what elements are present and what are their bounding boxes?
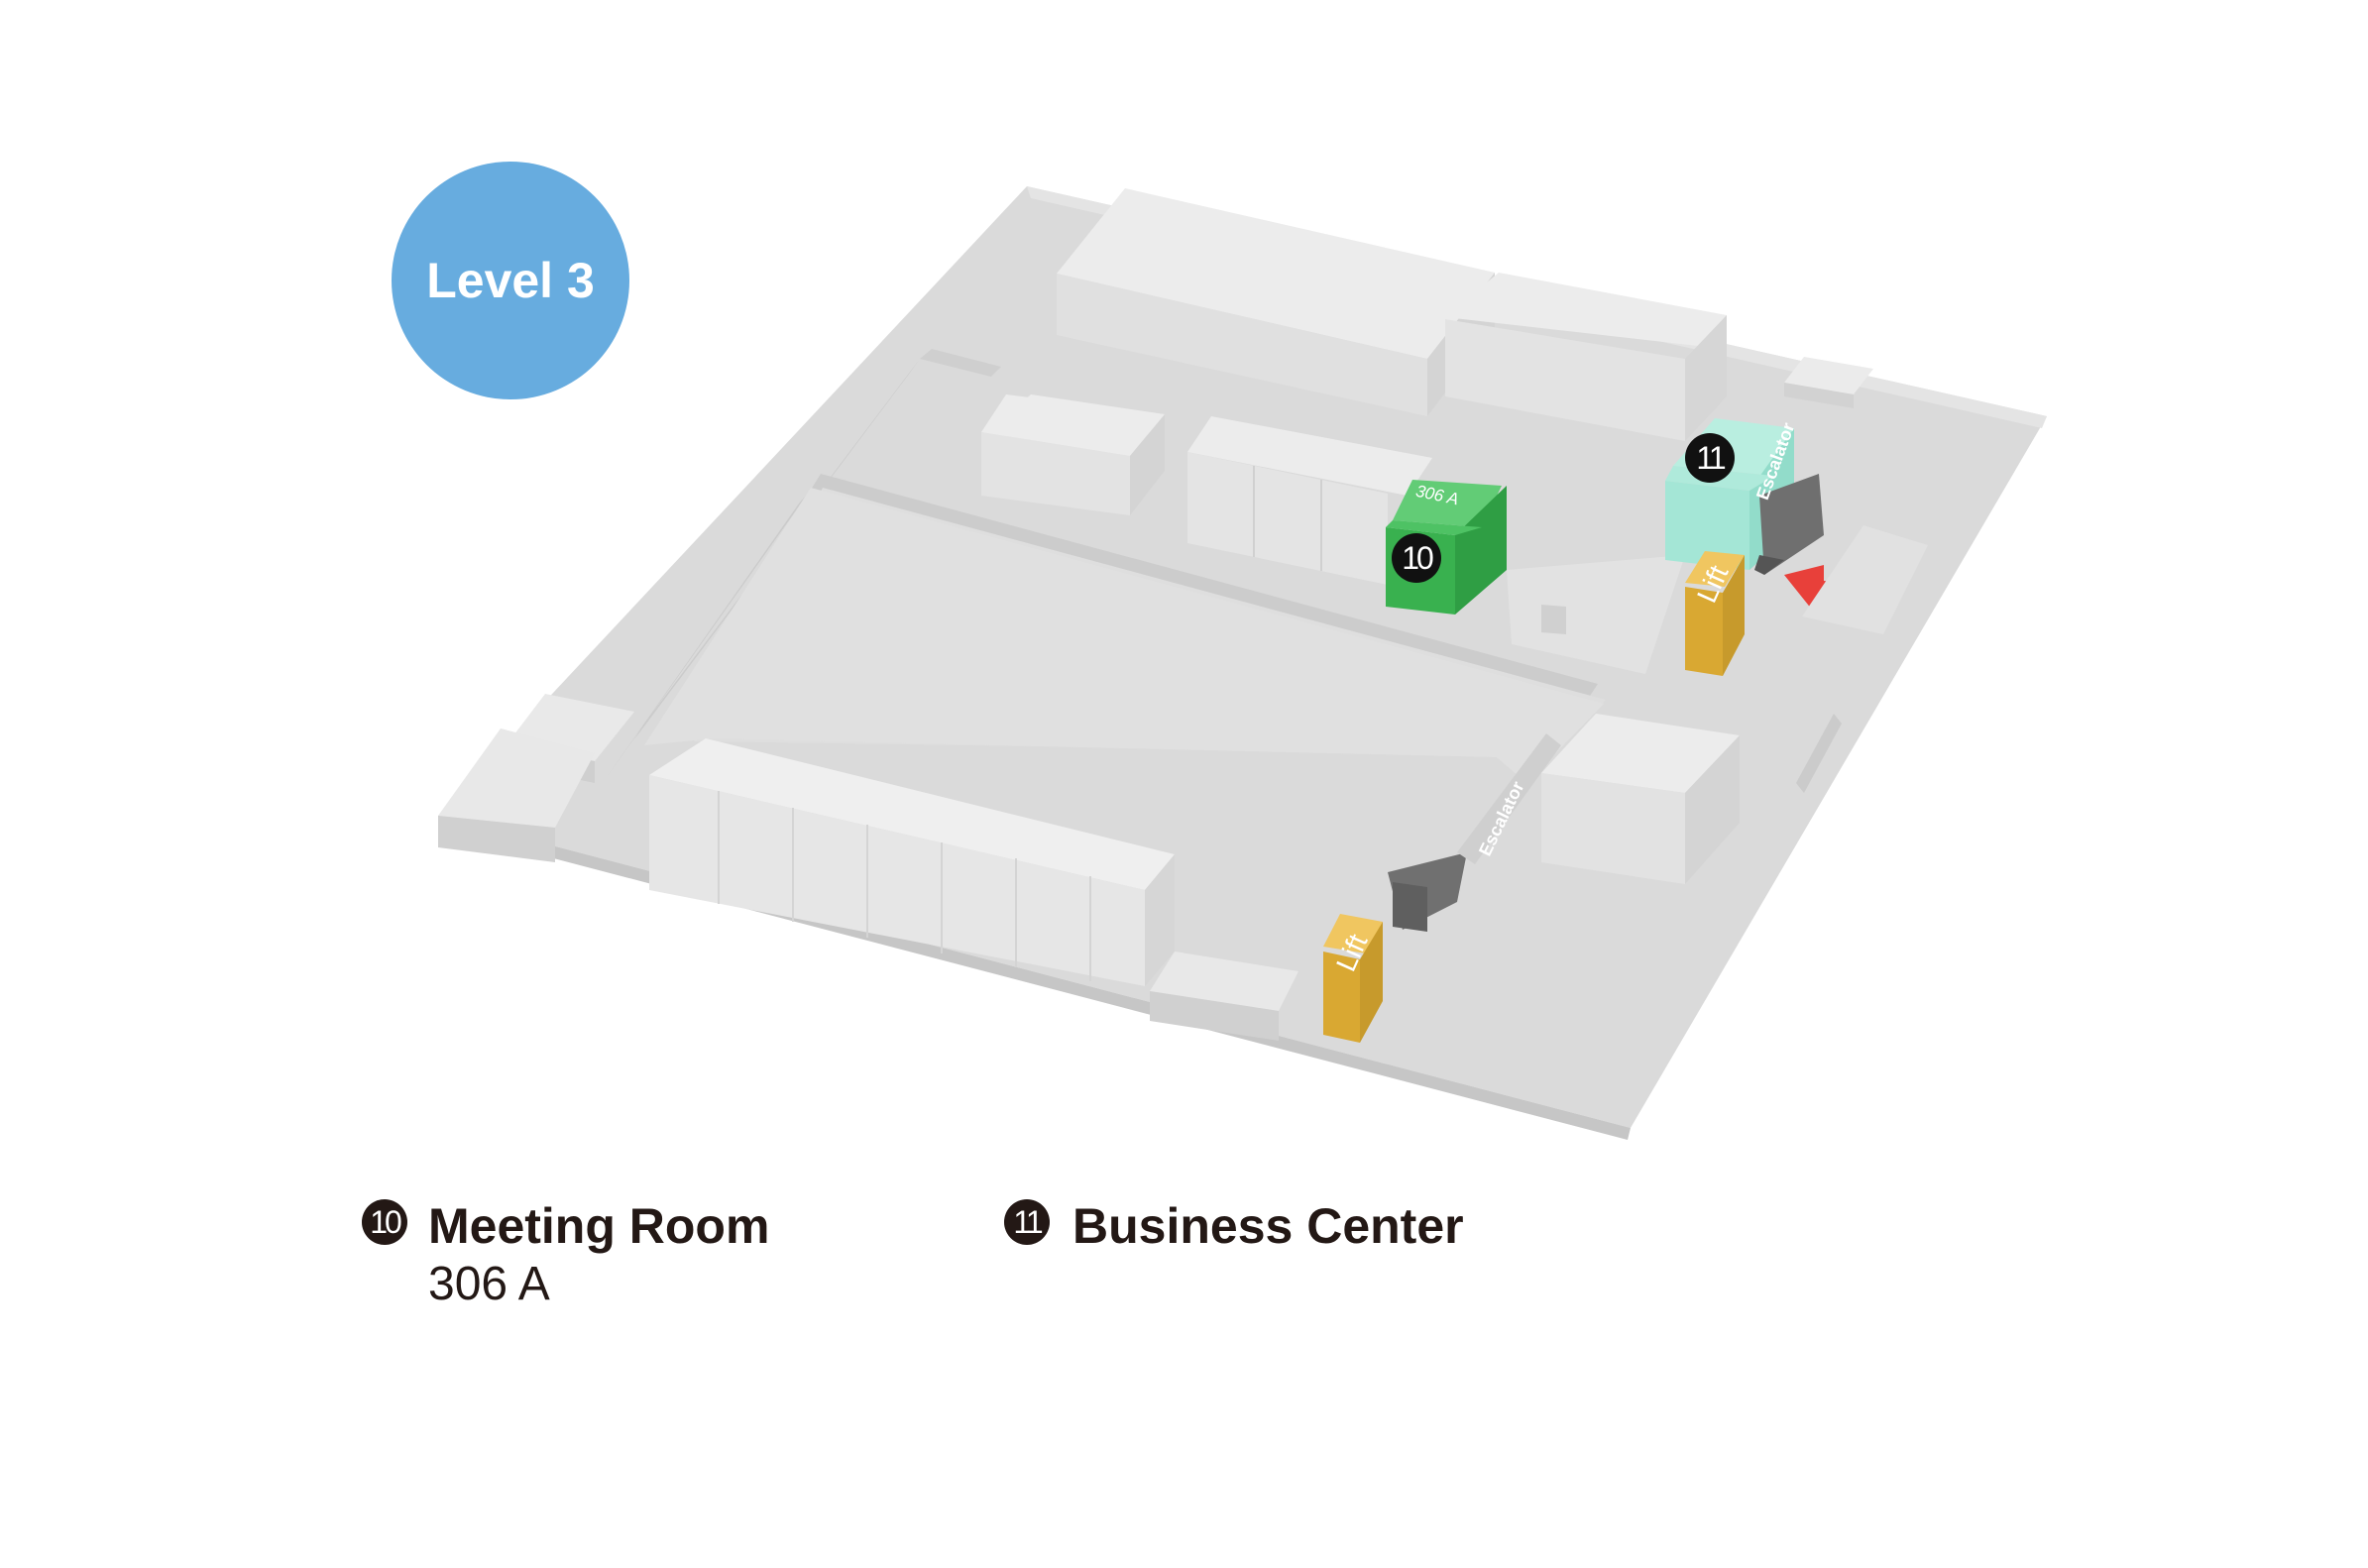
south-east-corridor: [1457, 733, 1561, 864]
meeting-room-306a-face: [1386, 520, 1482, 535]
east-open-area: [1802, 525, 1928, 634]
level-badge: Level 3: [392, 162, 629, 399]
east-edge-rail: [1796, 714, 1842, 793]
central-hall-floor: [644, 488, 1604, 783]
escalator-north-east-shade: [1754, 555, 1784, 575]
east-lobby-floor: [1507, 555, 1685, 674]
north-east-block-side: [1685, 315, 1727, 441]
east-corridor-step: [1541, 605, 1566, 634]
lift-north-east-side: [1723, 555, 1745, 676]
south-block-row-side: [1145, 854, 1175, 986]
south-step-block-front: [1150, 991, 1279, 1041]
east-block-side: [1685, 735, 1740, 884]
legend-name-business-center: Business Center: [1072, 1198, 1464, 1254]
meeting-room-306a-side: [1455, 486, 1507, 615]
north-east-block-front: [1445, 319, 1685, 441]
central-rooms-top: [1187, 416, 1432, 496]
map-marker-11: 11: [1685, 433, 1735, 483]
north-east-small-block-side: [1784, 383, 1854, 408]
south-block-row-top: [649, 738, 1175, 890]
north-east-small-block: [1784, 357, 1873, 394]
north-block-large-front: [1057, 274, 1427, 416]
south-step-block-top: [1150, 952, 1298, 1011]
northwest-block-top2: [981, 394, 1165, 456]
east-block-front: [1541, 773, 1685, 884]
lift-north-east-front: [1685, 587, 1723, 676]
lift-south-front: [1323, 952, 1360, 1043]
lift-south-side: [1360, 922, 1383, 1043]
legend-detail-306a: 306 A: [428, 1258, 550, 1310]
west-entrance-side: [438, 816, 555, 862]
legend-name-meeting-room: Meeting Room: [428, 1198, 770, 1254]
northwest-block-side: [1130, 414, 1165, 515]
inner-west-rail: [607, 490, 811, 777]
lift-south-top: [1323, 914, 1383, 953]
south-block-row-front: [649, 775, 1145, 986]
north-east-block-top: [1445, 273, 1727, 347]
legend-number-11: 11: [1004, 1199, 1050, 1245]
west-entrance-block: [438, 728, 595, 828]
central-rooms-front: [1187, 452, 1388, 585]
lift-north-east-top: [1685, 551, 1745, 587]
northwest-block-front: [981, 432, 1130, 515]
meeting-room-306a-top: [1393, 480, 1502, 527]
level-label: Level 3: [426, 253, 595, 308]
north-corridor-rail: [920, 349, 1001, 377]
escalator-south-front: [1393, 882, 1427, 932]
business-center-front: [1665, 481, 1749, 570]
map-marker-10: 10: [1392, 533, 1441, 583]
legend-number-10: 10: [362, 1199, 407, 1245]
north-block-large-top: [1057, 188, 1495, 359]
east-block-top: [1541, 714, 1740, 793]
escalator-north-east-body: [1759, 474, 1824, 575]
